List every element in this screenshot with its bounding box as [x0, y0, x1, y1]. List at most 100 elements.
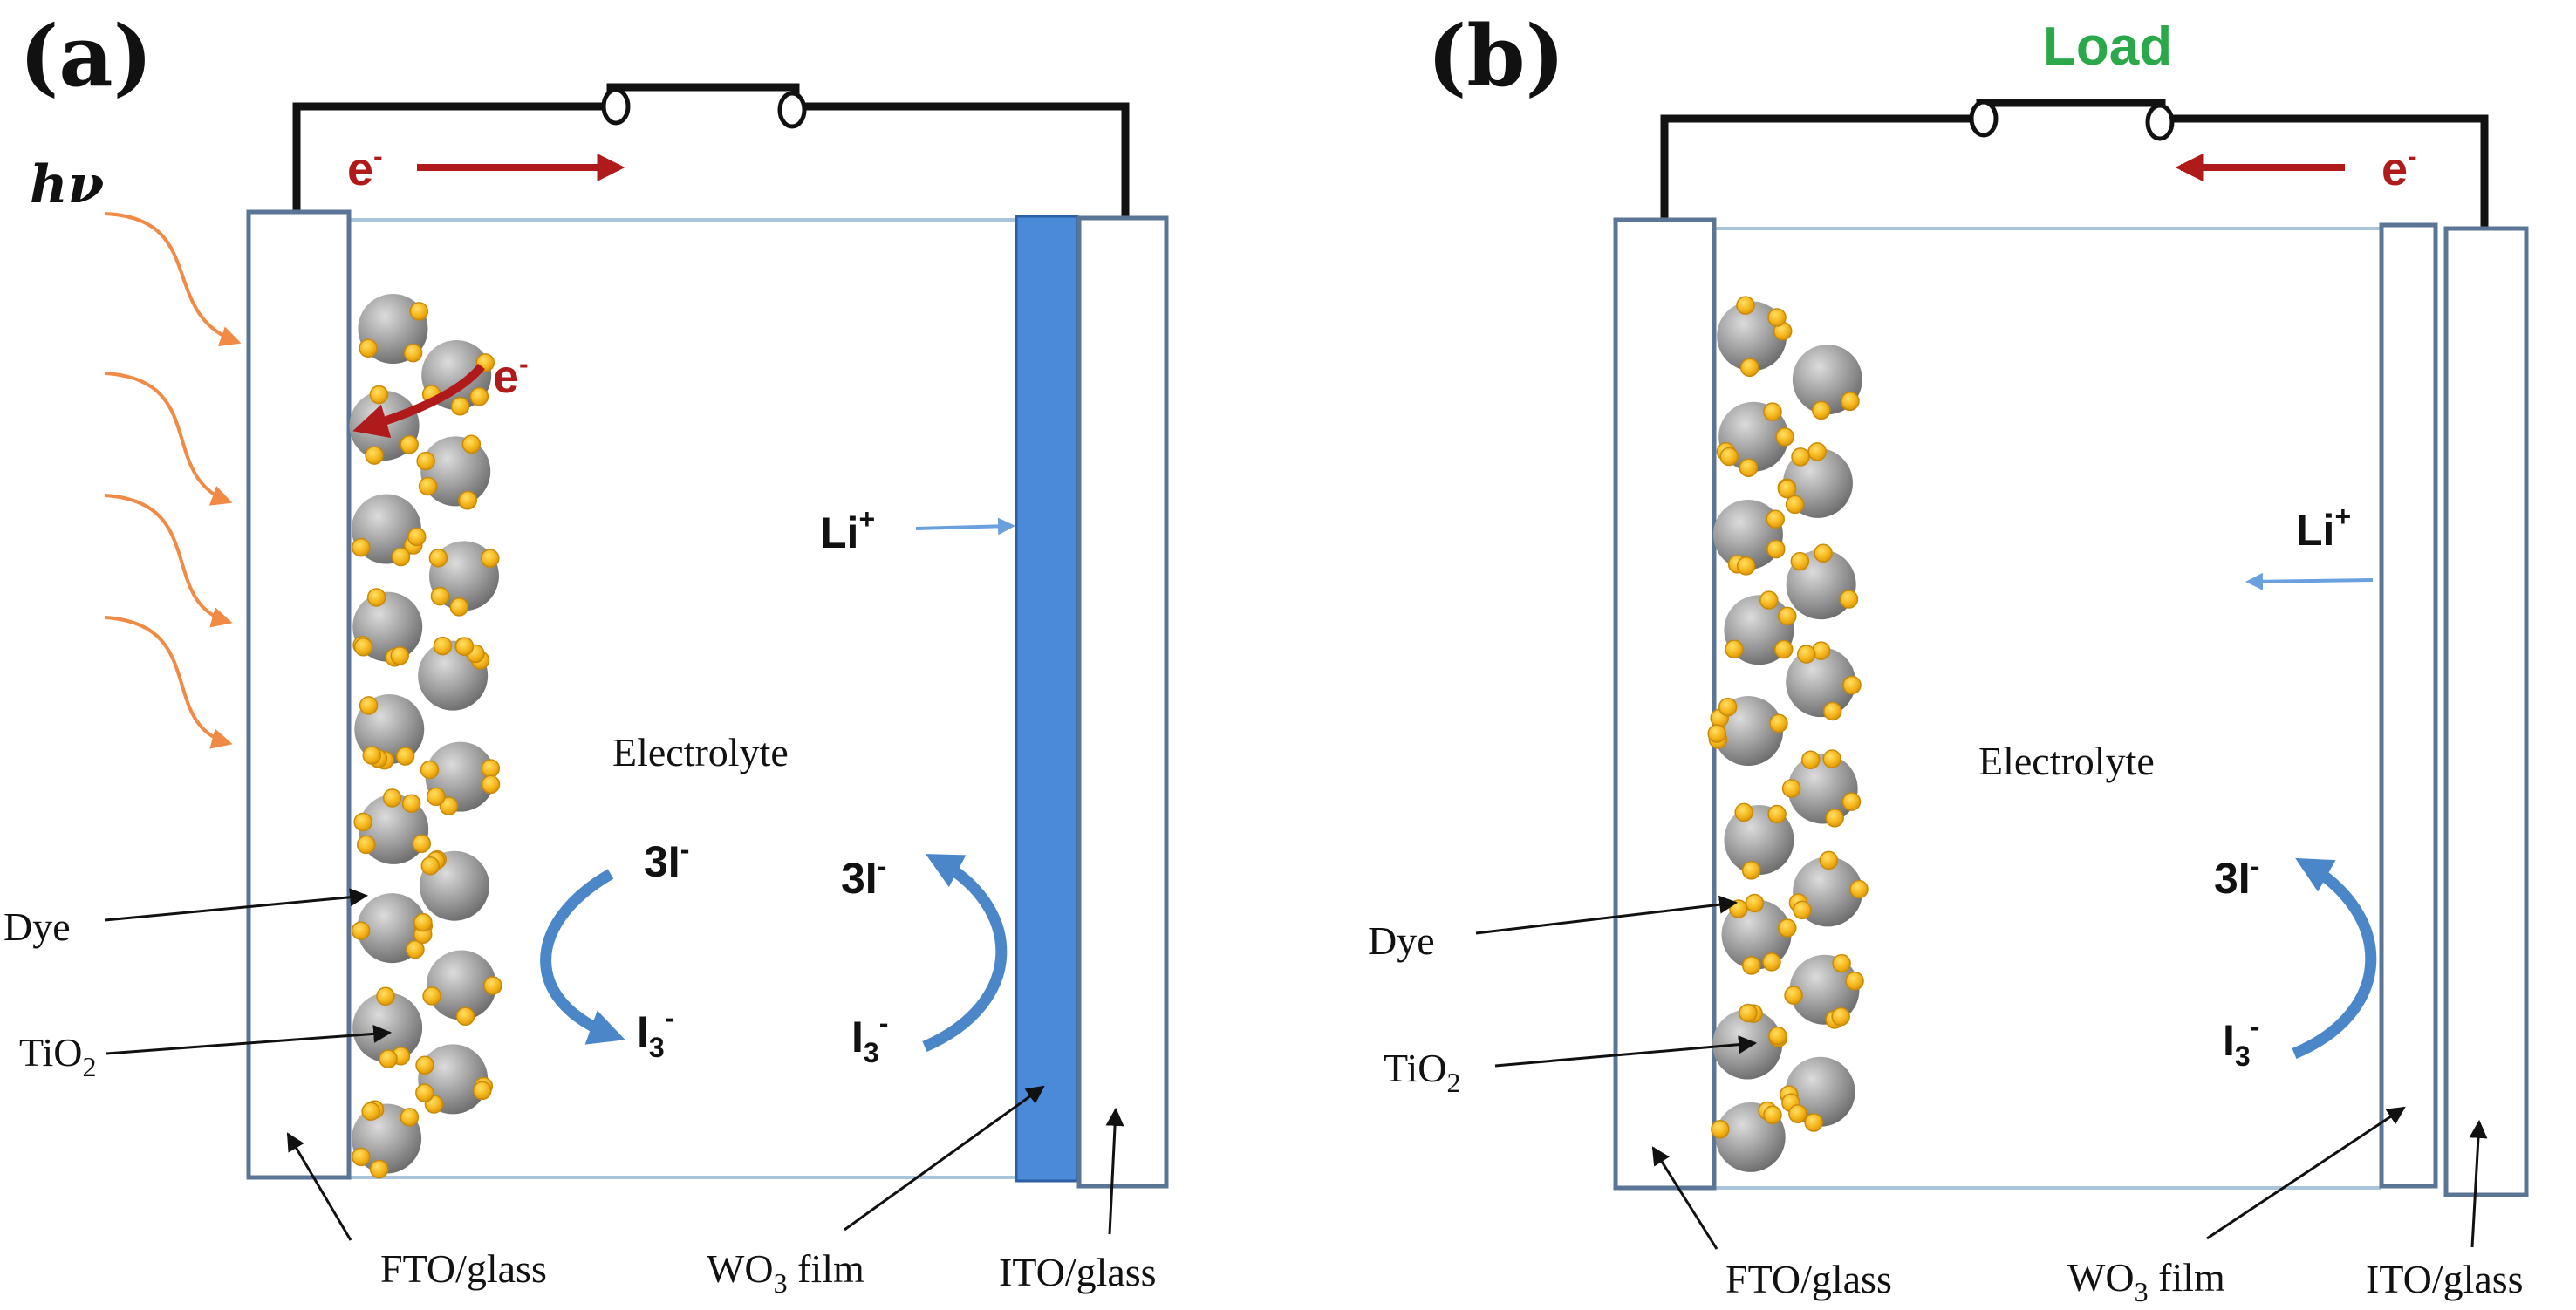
panel-b-dye-label: Dye: [1368, 918, 1435, 963]
panel-a-li-label: Li+: [820, 503, 875, 557]
dye-molecule: [395, 747, 415, 766]
dye-molecule: [1839, 590, 1859, 609]
panel-a-triiodide-right: 3I-: [841, 850, 886, 903]
dye-molecule: [415, 1083, 434, 1102]
panel-b-dye-leader: [1475, 895, 1739, 935]
panel-b-li-arrow: [2245, 572, 2374, 590]
dye-molecule: [1763, 402, 1782, 421]
dye-molecule: [449, 597, 469, 617]
panel-b-electron-top: e-: [2381, 140, 2417, 195]
dye-molecule: [1711, 1120, 1730, 1139]
dye-molecule: [362, 746, 382, 765]
dye-molecule: [403, 343, 423, 363]
photon-arrow: [104, 372, 233, 506]
dye-molecule: [433, 636, 453, 656]
dye-molecule: [1793, 900, 1812, 920]
dye-molecule: [1739, 458, 1759, 478]
dye-molecule: [1807, 442, 1827, 461]
dye-molecule: [415, 1055, 434, 1075]
dye-molecule: [1822, 749, 1841, 768]
tio2-particle: [426, 950, 496, 1020]
dye-molecule: [1763, 1105, 1782, 1125]
dye-molecule: [458, 490, 478, 510]
dye-molecule: [481, 549, 500, 568]
dye-molecule: [1831, 1006, 1850, 1027]
dye-molecule: [400, 1108, 420, 1127]
dye-molecule: [426, 787, 446, 807]
panel-a-ito-label: ITO/glass: [999, 1250, 1157, 1294]
dye-molecule: [1759, 590, 1779, 610]
dye-molecule: [1832, 953, 1851, 973]
panel-b-ito-leader: [2469, 1119, 2488, 1248]
dye-molecule: [351, 921, 371, 940]
dye-molecule: [1775, 427, 1794, 447]
panel-b-redox-arrow-right: [2292, 857, 2377, 1059]
dye-molecule: [428, 549, 448, 568]
panel-a-iodide-left: I3-: [637, 1002, 673, 1063]
dye-molecule: [481, 774, 501, 795]
panel-a-terminal-left: [601, 87, 631, 126]
panel-b-wo3-label: WO3 film: [2067, 1255, 2225, 1307]
panel-b-triiodide-right: 3I-: [2214, 850, 2259, 903]
panel-a-wo3-leader: [844, 1085, 1045, 1232]
dye-molecule: [1739, 1003, 1758, 1023]
panel-a-photon-label: hν: [30, 154, 104, 215]
dye-molecule: [1769, 713, 1788, 733]
dye-molecule: [1841, 792, 1862, 811]
panel-b-electrolyte-label: Electrolyte: [1978, 739, 2155, 783]
tio2-particle: [1712, 499, 1783, 570]
dye-molecule: [400, 435, 419, 454]
panel-a-electron-top: e-: [347, 140, 383, 195]
panel-b-electrolyte-outline: [1714, 227, 2381, 1190]
dye-molecule: [422, 986, 441, 1006]
panel-a-dye-label: Dye: [3, 904, 71, 949]
panel-a-electrolyte-outline: [349, 218, 1016, 1179]
dye-molecule: [420, 760, 440, 780]
dye-molecule: [361, 1102, 380, 1122]
dye-molecule: [1819, 850, 1839, 870]
dye-molecule: [430, 586, 450, 606]
tio2-particle: [1786, 647, 1856, 718]
dye-molecule: [356, 835, 376, 855]
photon-arrow: [104, 212, 242, 346]
panel-b-fto-leader: [1651, 1146, 1718, 1250]
dye-molecule: [413, 912, 433, 932]
dye-molecule: [1778, 606, 1797, 626]
panel-a-wo3-label: WO3 film: [707, 1246, 864, 1299]
dye-molecule: [420, 856, 441, 876]
dye-molecule: [1777, 479, 1797, 499]
dye-molecule: [359, 338, 378, 358]
tio2-particle: [1787, 754, 1858, 824]
dye-molecule: [1841, 392, 1860, 411]
panel-a-tio2-label: TiO2: [19, 1030, 96, 1082]
dye-molecule: [1739, 358, 1759, 378]
panel-a-electron-inner-arrow: [352, 363, 485, 439]
dye-molecule: [407, 527, 427, 547]
panel-b-iodide-right: I3-: [2223, 1011, 2259, 1072]
dye-molecule: [1785, 495, 1805, 515]
dye-molecule: [1725, 639, 1744, 658]
dye-molecule: [1842, 675, 1862, 695]
dye-molecule: [483, 976, 502, 995]
panel-a-li-arrow: [915, 517, 1015, 536]
dye-molecule: [1781, 779, 1801, 798]
dye-molecule: [1766, 539, 1786, 559]
dye-molecule: [391, 547, 411, 567]
dye-molecule: [1822, 701, 1842, 721]
dye-molecule: [450, 396, 470, 416]
panel-a-label: (a): [19, 7, 153, 106]
dye-molecule: [416, 451, 435, 471]
dye-molecule: [1784, 986, 1803, 1005]
dye-molecule: [1800, 750, 1821, 769]
dye-molecule: [1812, 400, 1831, 420]
dye-molecule: [439, 796, 459, 815]
dye-molecule: [369, 385, 389, 405]
dye-molecule: [1797, 645, 1816, 664]
ito-glass-b: [2443, 226, 2529, 1197]
dye-molecule: [353, 812, 372, 832]
dye-molecule: [1845, 971, 1864, 991]
panel-a-terminal-right: [777, 91, 807, 129]
panel-b-tio2-leader: [1494, 1035, 1758, 1068]
dye-molecule: [1790, 551, 1810, 571]
